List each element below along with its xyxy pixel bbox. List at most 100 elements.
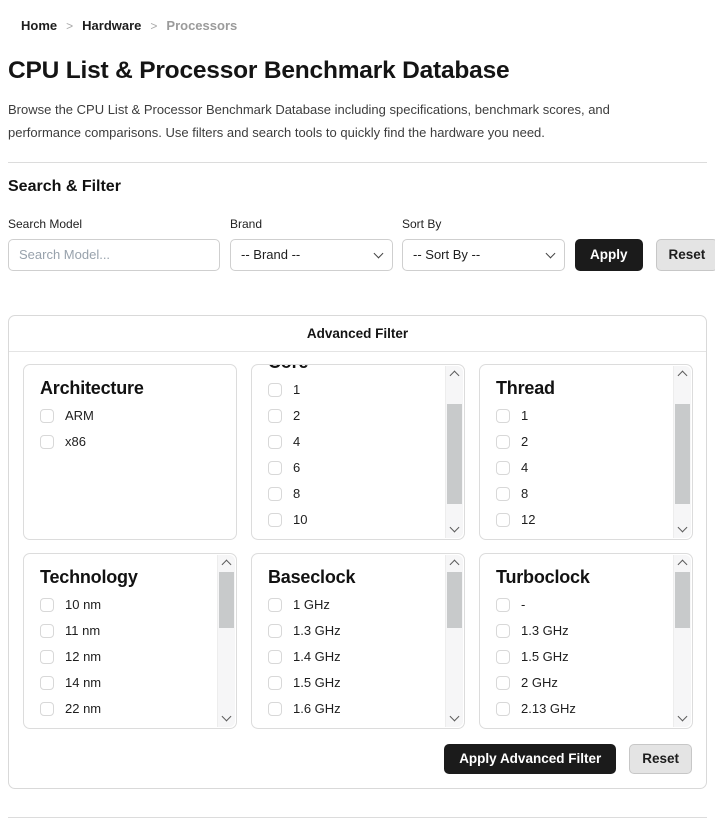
checkbox-option-turboclock-0[interactable]: -	[496, 592, 676, 618]
checkbox-option-technology-2[interactable]: 12 nm	[40, 644, 220, 670]
checkbox-option-baseclock-4[interactable]: 1.6 GHz	[268, 696, 448, 722]
checkbox-option-core-4[interactable]: 8	[268, 481, 448, 507]
checkbox-icon[interactable]	[496, 701, 510, 716]
checkbox-option-technology-4[interactable]: 22 nm	[40, 696, 220, 722]
scrollbar-thumb[interactable]	[447, 403, 462, 504]
checkbox-icon[interactable]	[268, 512, 282, 527]
scrollbar[interactable]	[445, 365, 463, 538]
chevron-down-icon[interactable]	[218, 710, 235, 727]
checkbox-option-technology-3[interactable]: 14 nm	[40, 670, 220, 696]
checkbox-icon[interactable]	[496, 512, 510, 527]
checkbox-icon[interactable]	[496, 728, 510, 729]
checkbox-option-thread-4[interactable]: 12	[496, 507, 676, 533]
checkbox-icon[interactable]	[40, 408, 54, 423]
checkbox-icon[interactable]	[496, 408, 510, 423]
checkbox-option-technology-1[interactable]: 11 nm	[40, 618, 220, 644]
scrollbar[interactable]	[673, 365, 691, 538]
checkbox-icon[interactable]	[268, 728, 282, 729]
sort-by-select[interactable]: -- Sort By --	[402, 238, 565, 271]
checkbox-icon[interactable]	[268, 434, 282, 449]
checkbox-label: 2.2 GHz	[521, 727, 569, 728]
checkbox-icon[interactable]	[496, 675, 510, 690]
checkbox-option-thread-2[interactable]: 4	[496, 455, 676, 481]
chevron-down-icon[interactable]	[446, 710, 463, 727]
scrollbar-thumb[interactable]	[219, 571, 234, 628]
chevron-down-icon[interactable]	[446, 521, 463, 538]
scrollbar[interactable]	[217, 554, 235, 727]
checkbox-icon[interactable]	[40, 623, 54, 638]
sort-by-selected-value: -- Sort By --	[413, 247, 481, 262]
checkbox-label: 2.13 GHz	[521, 701, 576, 716]
chevron-up-icon[interactable]	[674, 555, 691, 572]
checkbox-icon[interactable]	[496, 539, 510, 540]
checkbox-icon[interactable]	[268, 649, 282, 664]
chevron-up-icon[interactable]	[218, 555, 235, 572]
checkbox-icon[interactable]	[268, 460, 282, 475]
checkbox-option-architecture-1[interactable]: x86	[40, 429, 220, 455]
advanced-reset-button[interactable]: Reset	[629, 743, 692, 774]
checkbox-icon[interactable]	[40, 675, 54, 690]
search-model-input[interactable]	[8, 238, 220, 271]
checkbox-option-turboclock-4[interactable]: 2.13 GHz	[496, 696, 676, 722]
checkbox-option-baseclock-2[interactable]: 1.4 GHz	[268, 644, 448, 670]
checkbox-option-thread-3[interactable]: 8	[496, 481, 676, 507]
checkbox-icon[interactable]	[496, 460, 510, 475]
checkbox-option-thread-1[interactable]: 2	[496, 429, 676, 455]
checkbox-icon[interactable]	[496, 597, 510, 612]
checkbox-icon[interactable]	[268, 701, 282, 716]
chevron-down-icon[interactable]	[674, 521, 691, 538]
brand-select[interactable]: -- Brand --	[230, 238, 393, 271]
checkbox-icon[interactable]	[40, 597, 54, 612]
scrollbar[interactable]	[445, 554, 463, 727]
checkbox-icon[interactable]	[268, 382, 282, 397]
checkbox-option-turboclock-3[interactable]: 2 GHz	[496, 670, 676, 696]
checkbox-icon[interactable]	[268, 597, 282, 612]
checkbox-icon[interactable]	[496, 434, 510, 449]
scrollbar-thumb[interactable]	[675, 571, 690, 628]
checkbox-option-baseclock-0[interactable]: 1 GHz	[268, 592, 448, 618]
breadcrumb-home-link[interactable]: Home	[21, 18, 58, 33]
checkbox-option-core-0[interactable]: 1	[268, 377, 448, 403]
checkbox-option-core-2[interactable]: 4	[268, 429, 448, 455]
checkbox-icon[interactable]	[40, 434, 54, 449]
checkbox-icon[interactable]	[40, 649, 54, 664]
checkbox-option-turboclock-2[interactable]: 1.5 GHz	[496, 644, 676, 670]
checkbox-label: 14 nm	[65, 675, 102, 690]
checkbox-icon[interactable]	[268, 486, 282, 501]
checkbox-icon[interactable]	[268, 623, 282, 638]
checkbox-option-core-1[interactable]: 2	[268, 403, 448, 429]
checkbox-icon[interactable]	[268, 408, 282, 423]
apply-advanced-filter-button[interactable]: Apply Advanced Filter	[444, 743, 617, 774]
scrollbar-thumb[interactable]	[675, 403, 690, 504]
checkbox-icon[interactable]	[40, 701, 54, 716]
chevron-up-icon[interactable]	[446, 366, 463, 383]
scrollbar-thumb[interactable]	[447, 571, 462, 628]
apply-button[interactable]: Apply	[575, 238, 643, 271]
checkbox-option-core-3[interactable]: 6	[268, 455, 448, 481]
chevron-up-icon[interactable]	[674, 366, 691, 383]
chevron-up-icon[interactable]	[446, 555, 463, 572]
checkbox-label: -	[521, 597, 526, 612]
checkbox-label: 1.3 GHz	[521, 623, 569, 638]
checkbox-icon[interactable]	[496, 486, 510, 501]
checkbox-option-technology-5[interactable]: 28 nm	[40, 722, 220, 729]
checkbox-option-technology-0[interactable]: 10 nm	[40, 592, 220, 618]
checkbox-icon[interactable]	[40, 728, 54, 729]
checkbox-option-baseclock-3[interactable]: 1.5 GHz	[268, 670, 448, 696]
checkbox-option-baseclock-1[interactable]: 1.3 GHz	[268, 618, 448, 644]
checkbox-option-architecture-0[interactable]: ARM	[40, 403, 220, 429]
checkbox-option-thread-0[interactable]: 1	[496, 403, 676, 429]
checkbox-option-turboclock-1[interactable]: 1.3 GHz	[496, 618, 676, 644]
scrollbar[interactable]	[673, 554, 691, 727]
checkbox-icon[interactable]	[268, 675, 282, 690]
checkbox-icon[interactable]	[496, 649, 510, 664]
checkbox-option-turboclock-5[interactable]: 2.2 GHz	[496, 722, 676, 729]
checkbox-option-baseclock-5[interactable]: 1.8 GHz	[268, 722, 448, 729]
checkbox-icon[interactable]	[496, 623, 510, 638]
reset-button[interactable]: Reset	[655, 238, 715, 271]
chevron-down-icon[interactable]	[674, 710, 691, 727]
checkbox-option-core-5[interactable]: 10	[268, 507, 448, 533]
breadcrumb-hardware-link[interactable]: Hardware	[82, 18, 142, 33]
checkbox-option-thread-5[interactable]: 16	[496, 533, 676, 540]
